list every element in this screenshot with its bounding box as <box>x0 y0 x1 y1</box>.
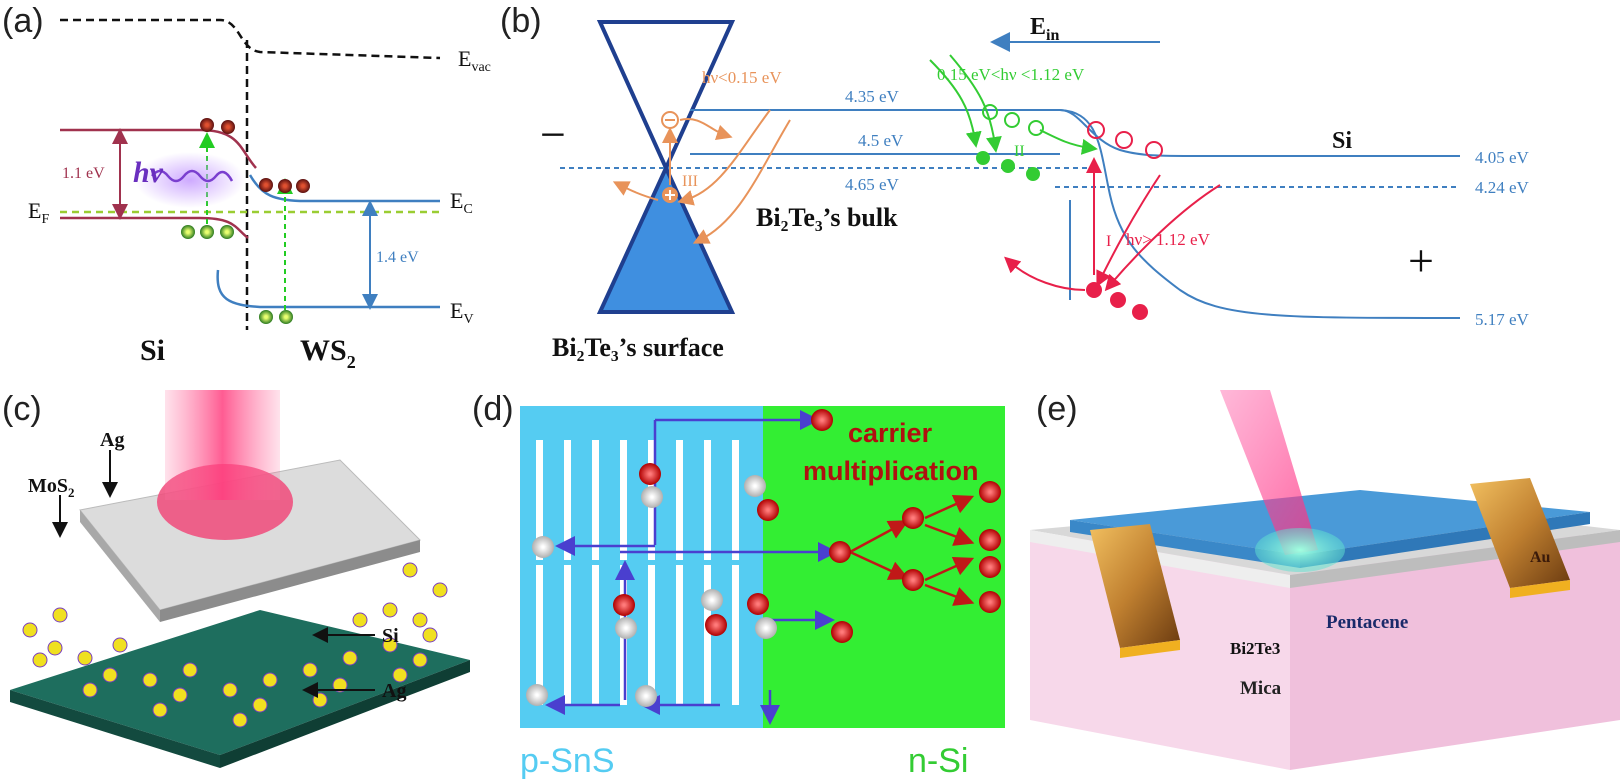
bulk-label: Bi₂Te₃’s bulk <box>756 203 898 232</box>
carrier-multiplication-diagram: carrier multiplication p-SnS n-Si <box>520 406 1005 780</box>
band-diagram-bi2te3-si: Ein − + 4.35 eV 4.5 eV 4.65 eV 4.05 eV 4… <box>540 14 1530 362</box>
carrier-text: carrier <box>848 418 933 448</box>
photon-label: hν <box>133 156 164 189</box>
panel-c-label: (c) <box>2 390 42 428</box>
mica-label: Mica <box>1240 678 1282 699</box>
si-label: n-Si <box>908 742 968 780</box>
sns-label: p-SnS <box>520 742 615 780</box>
svg-text:EF: EF <box>28 198 49 227</box>
panel-d: (d) <box>470 390 1030 781</box>
svg-text:4.5 eV: 4.5 eV <box>858 131 904 150</box>
laser-beam <box>165 390 280 500</box>
minus-sign: − <box>540 109 566 160</box>
plus-sign: + <box>1408 235 1434 286</box>
si-gap-label: 1.1 eV <box>62 165 105 182</box>
svg-text:Ag: Ag <box>382 680 406 702</box>
svg-text:4.24 eV: 4.24 eV <box>1475 178 1530 197</box>
svg-text:4.35 eV: 4.35 eV <box>845 87 900 106</box>
panel-b: (b) Ein − + 4.35 eV 4.5 eV 4.65 eV 4.05 … <box>500 0 1620 380</box>
band-diagram-si-ws2: Evac EC EF EV 1.1 eV 1.4 eV hν Si WS2 <box>28 18 491 372</box>
mos2-pillars <box>22 542 448 728</box>
ws2-label: WS2 <box>300 334 356 372</box>
panel-b-label: (b) <box>500 2 542 40</box>
svg-text:Ein: Ein <box>1030 14 1059 44</box>
panel-d-label: (d) <box>472 390 514 428</box>
svg-text:4.65 eV: 4.65 eV <box>845 175 900 194</box>
pentacene-label: Pentacene <box>1326 612 1408 633</box>
vacuum-level-line <box>60 18 441 60</box>
svg-text:hν> 1.12 eV: hν> 1.12 eV <box>1126 230 1211 249</box>
panel-a-label: (a) <box>2 2 44 40</box>
photon-wave <box>151 169 234 183</box>
light-spot <box>1255 528 1345 572</box>
svg-text:hν<0.15 eV: hν<0.15 eV <box>702 68 782 87</box>
level-435 <box>690 109 1460 157</box>
svg-text:III: III <box>682 173 698 190</box>
svg-text:MoS2: MoS2 <box>28 475 75 500</box>
svg-text:II: II <box>1014 143 1025 160</box>
device-schematic-pentacene: Au Pentacene Bi2Te3 Mica <box>1030 390 1620 770</box>
svg-text:4.05 eV: 4.05 eV <box>1475 148 1530 167</box>
ws2-valence-band <box>216 269 440 309</box>
dirac-cone-upper <box>596 20 736 173</box>
svg-text:EV: EV <box>450 298 474 327</box>
si-label: Si <box>1332 128 1352 154</box>
svg-text:EC: EC <box>450 188 473 217</box>
device-schematic-mos2: Ag MoS2 Si Ag <box>10 390 470 768</box>
svg-text:5.17 eV: 5.17 eV <box>1475 310 1530 329</box>
svg-text:Si: Si <box>382 625 399 647</box>
si-conduction-band <box>60 128 257 169</box>
si-conduction-edge <box>1059 109 1461 319</box>
svg-text:0.15 eV<hν <1.12 eV: 0.15 eV<hν <1.12 eV <box>937 65 1085 84</box>
au-pad-right <box>1470 478 1570 588</box>
panel-c: (c) Ag MoS2 <box>0 390 470 781</box>
ws2-conduction-band <box>248 174 440 203</box>
bi2te3-label: Bi2Te3 <box>1230 639 1280 658</box>
si-label: Si <box>140 334 165 367</box>
panel-e-label: (e) <box>1036 390 1078 428</box>
svg-text:Ag: Ag <box>100 429 124 451</box>
si-valence-band <box>60 216 249 239</box>
svg-text:Evac: Evac <box>458 46 491 75</box>
svg-text:I: I <box>1106 233 1111 250</box>
ws2-gap-label: 1.4 eV <box>376 249 419 266</box>
laser-beam <box>1220 390 1318 555</box>
panel-e: (e) Au Pentacene Bi2Te3 Mica <box>1030 390 1620 781</box>
pentacene-layer <box>1070 490 1590 555</box>
multiplication-text: multiplication <box>803 456 979 486</box>
sns-region <box>520 406 763 728</box>
au-label: Au <box>1530 549 1551 566</box>
panel-a: (a) <box>0 0 500 380</box>
surface-label: Bi₂Te₃’s surface <box>552 333 724 362</box>
au-pad-left <box>1090 524 1180 648</box>
